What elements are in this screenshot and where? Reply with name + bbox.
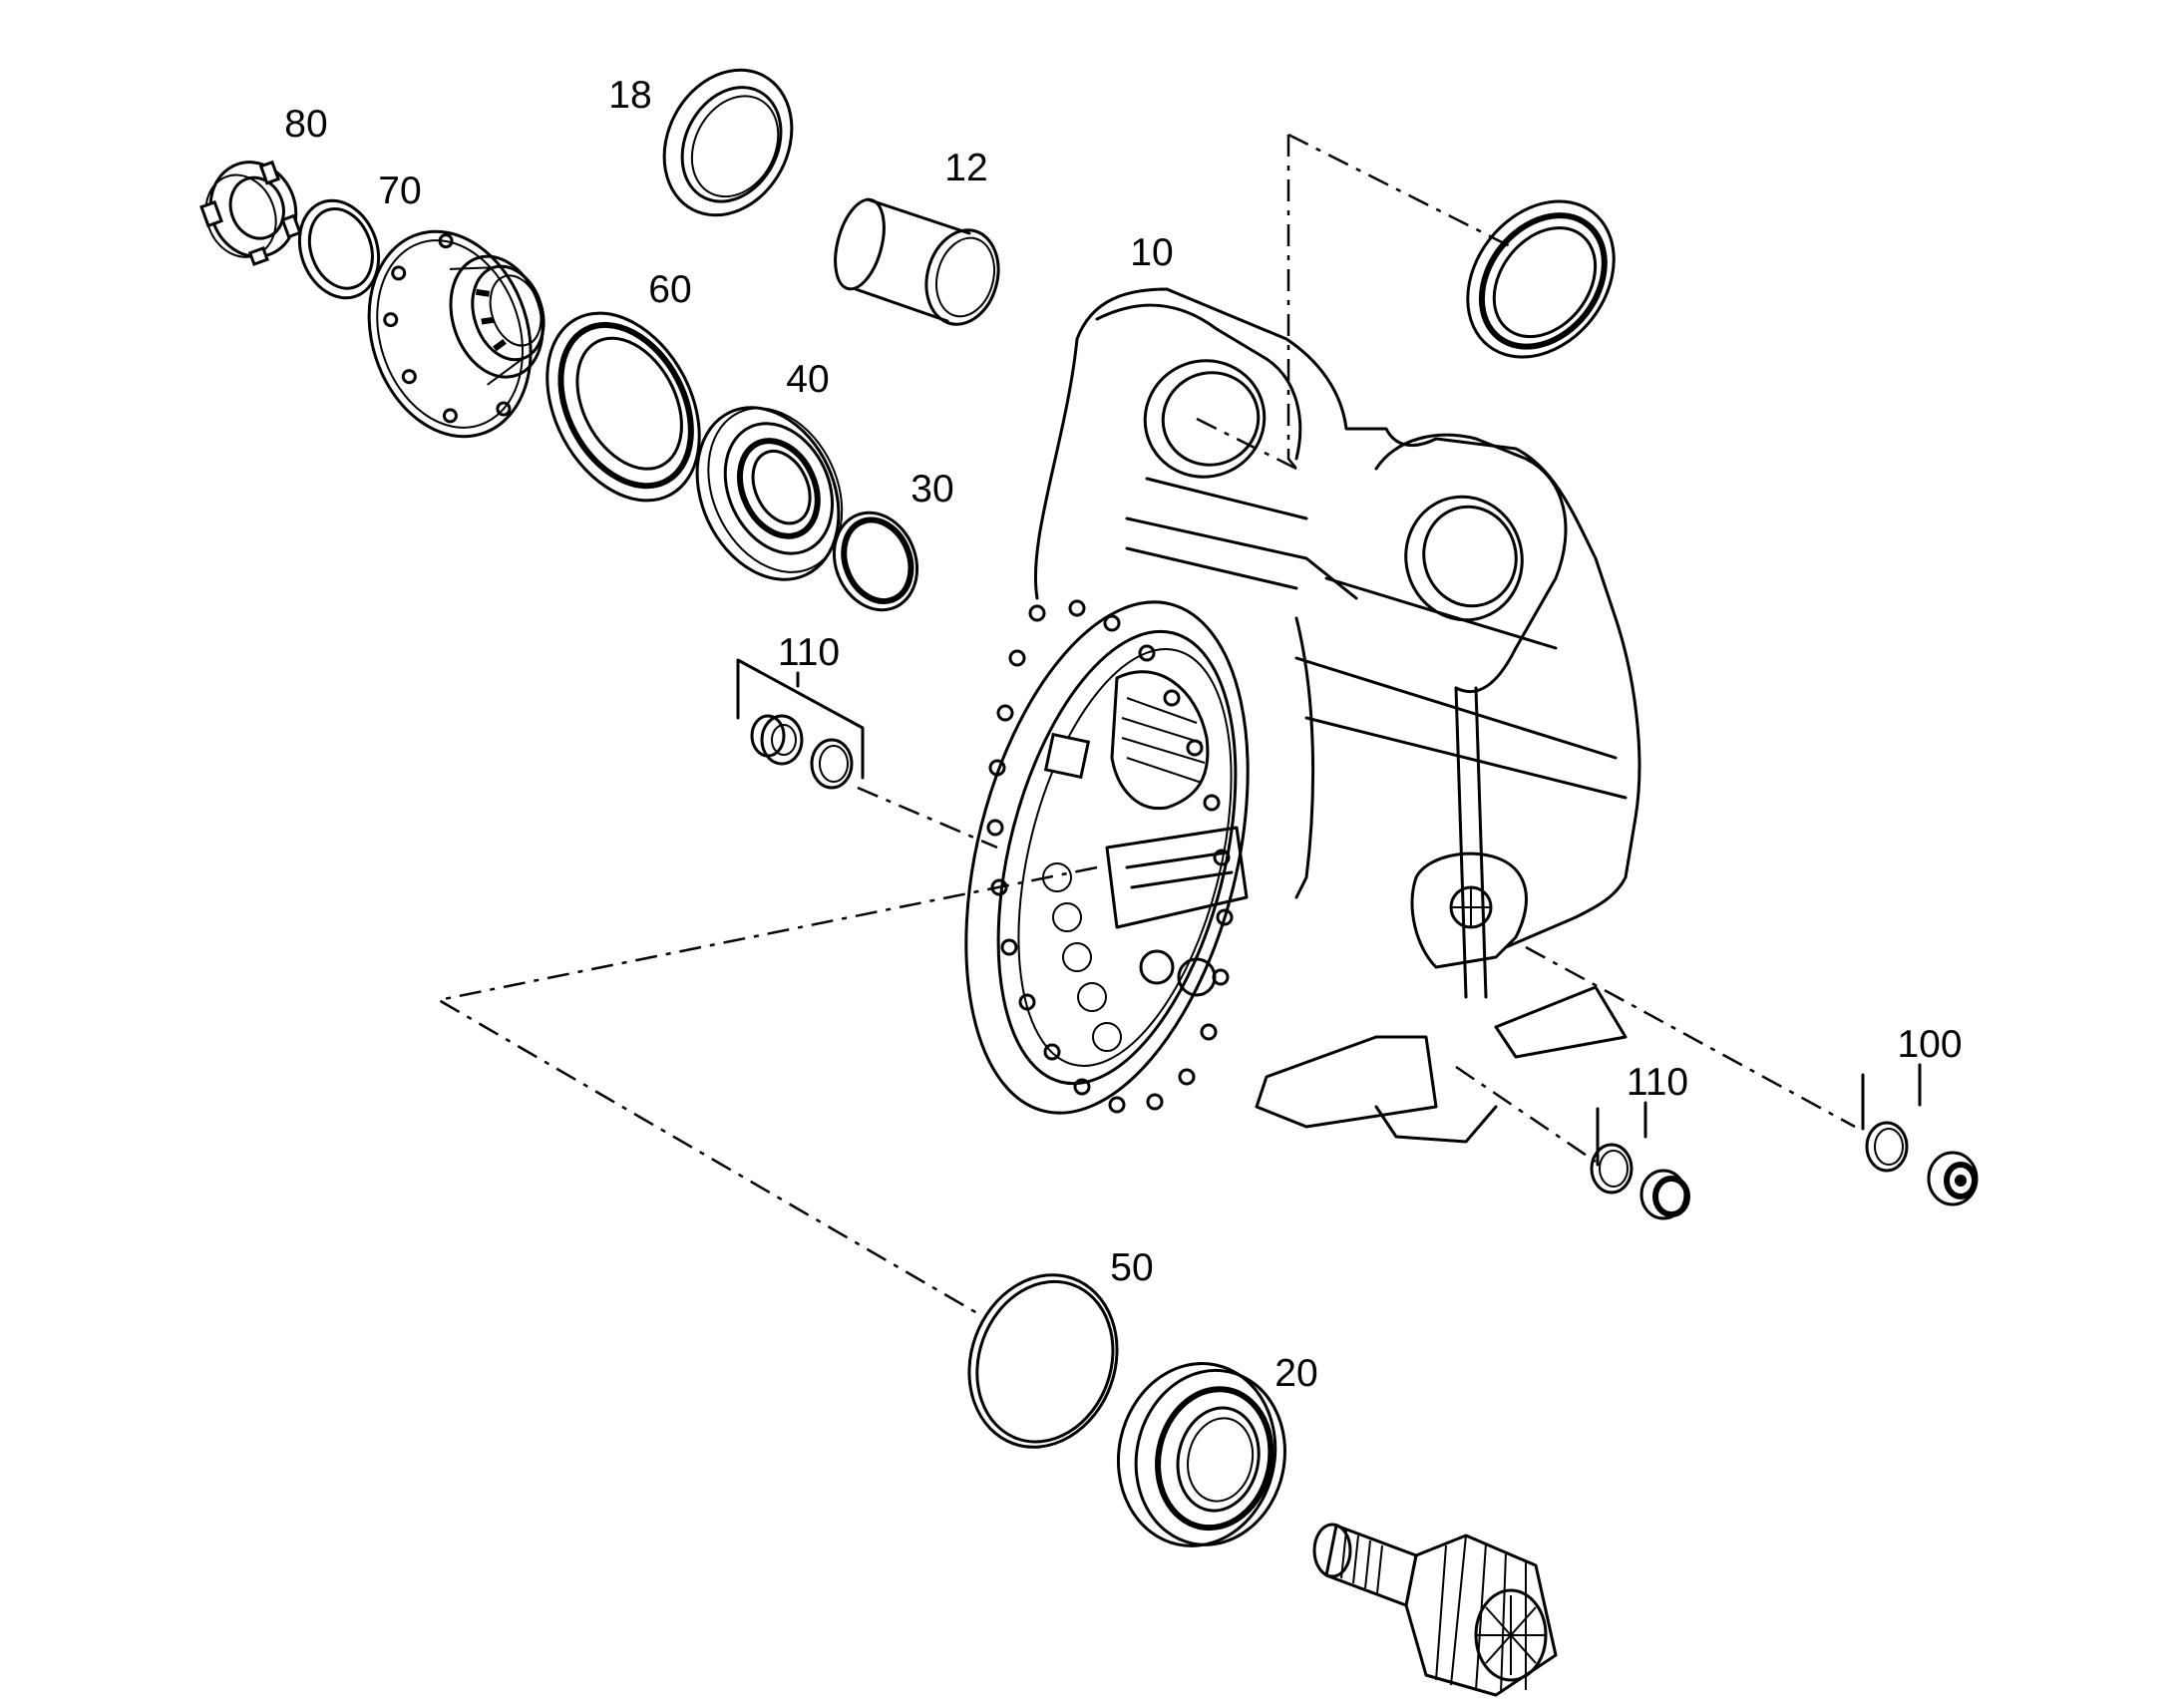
part-80-slotted-nut <box>199 160 302 266</box>
callout-60: 60 <box>648 268 691 311</box>
part-hub-flange <box>367 229 545 439</box>
guide-line-plug-right-100 <box>1525 945 1856 1129</box>
part-100-plug-set <box>1861 1073 1979 1206</box>
callout-50: 50 <box>1110 1246 1153 1289</box>
part-20-bearing <box>1116 1362 1286 1547</box>
part-10-housing <box>964 287 1641 1144</box>
callout-80: 80 <box>284 103 327 146</box>
guide-line-plug-left <box>857 786 998 850</box>
guide-line-plug-right-110 <box>1455 1065 1597 1164</box>
part-18-seal-ring <box>662 68 794 217</box>
callout-30: 30 <box>910 468 953 511</box>
part-pinion-gear <box>1312 1523 1558 1697</box>
part-40-bearing <box>695 406 844 581</box>
callout-70: 70 <box>378 170 421 212</box>
guide-line-top-bore <box>1196 417 1297 471</box>
part-30-snap-ring <box>832 511 919 612</box>
callout-labels: 80 70 18 12 10 60 40 30 110 110 100 50 2… <box>284 74 1962 1395</box>
part-12-bushing <box>834 197 1000 326</box>
callout-110-right: 110 <box>1627 1061 1688 1104</box>
guide-line-top-seal <box>1286 135 1297 470</box>
part-70-ring <box>297 198 381 300</box>
part-110-left-plug-set <box>736 658 865 790</box>
guide-line-lower-left <box>435 865 1098 1318</box>
guide-line-top-seal-diagonal <box>1287 133 1517 251</box>
part-60-seal <box>545 311 701 503</box>
callout-40: 40 <box>786 358 829 401</box>
part-top-seal-ring <box>1466 199 1616 359</box>
callout-10: 10 <box>1130 231 1173 274</box>
callout-100: 100 <box>1897 1023 1962 1066</box>
callout-20: 20 <box>1274 1352 1317 1395</box>
part-50-o-ring <box>967 1273 1119 1449</box>
flange-bolt-holes <box>986 599 1234 1114</box>
part-110-right-plug-set <box>1590 1107 1690 1220</box>
callout-12: 12 <box>944 147 987 189</box>
callout-110-left: 110 <box>778 631 840 674</box>
assembly-guide-lines <box>435 133 1856 1318</box>
callout-18: 18 <box>608 74 651 117</box>
